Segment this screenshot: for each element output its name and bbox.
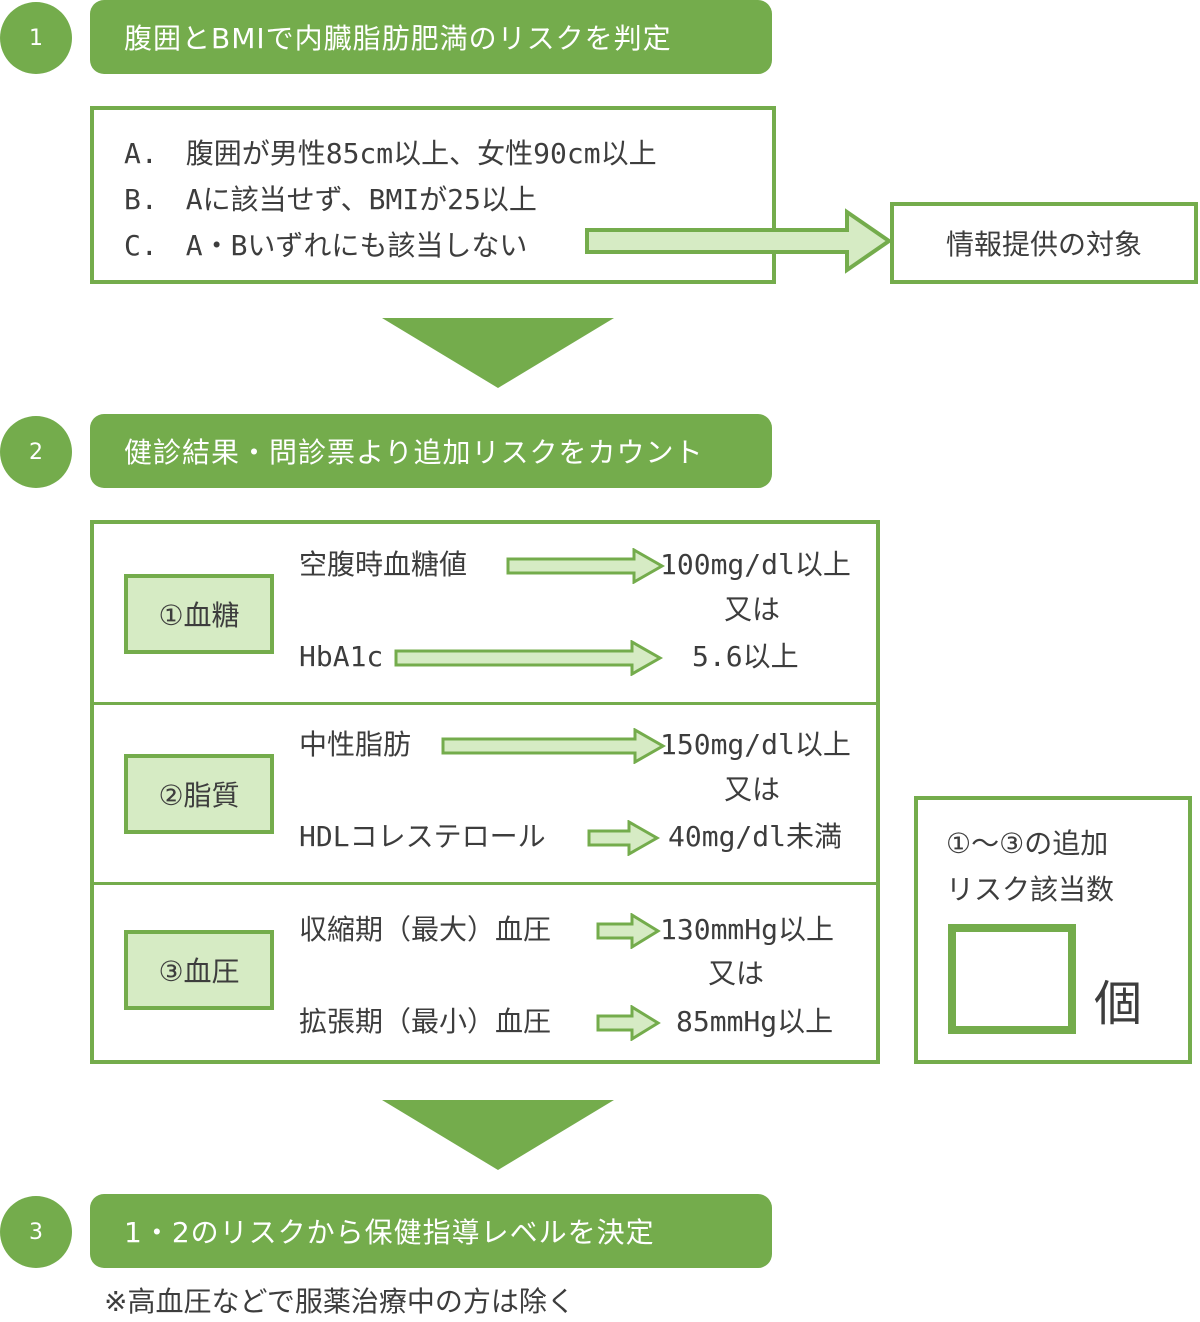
information-target-label: 情報提供の対象 <box>945 228 1142 261</box>
step-1-number: 1 <box>0 2 72 74</box>
step-3-title: 1・2のリスクから保健指導レベルを決定 <box>90 1194 772 1268</box>
risk-table: ①血糖 空腹時血糖値 100mg/dl以上 又は HbA1c 5.6以上 ②脂質… <box>90 520 880 1064</box>
step-2-number: 2 <box>0 416 72 488</box>
blood-sugar-connector: 又は <box>724 593 781 626</box>
blood-sugar-value-2: 5.6以上 <box>692 640 799 673</box>
blood-sugar-item-2: HbA1c <box>299 640 384 673</box>
category-blood-sugar: ①血糖 <box>124 574 274 654</box>
step-1-title: 腹囲とBMIで内臓脂肪肥満のリスクを判定 <box>90 0 772 74</box>
blood-pressure-connector: 又は <box>708 957 765 990</box>
lipids-item-2: HDLコレステロール <box>299 820 546 853</box>
blood-sugar-item-1: 空腹時血糖値 <box>299 548 468 581</box>
blood-sugar-value-1: 100mg/dl以上 <box>660 548 851 581</box>
blood-pressure-value-1: 130mmHg以上 <box>660 913 835 946</box>
risk-table-divider <box>94 882 876 885</box>
lipids-arrow-1 <box>441 728 667 764</box>
lipids-value-2: 40mg/dl未満 <box>668 820 843 853</box>
down-arrow-2 <box>382 1100 614 1170</box>
lipids-value-1: 150mg/dl以上 <box>660 728 851 761</box>
blood-pressure-arrow-2 <box>596 1005 661 1041</box>
information-target-box: 情報提供の対象 <box>890 202 1198 284</box>
criteria-c: C. A・Bいずれにも該当しない <box>124 229 528 262</box>
risk-count-input-box <box>948 924 1076 1034</box>
criteria-a: A. 腹囲が男性85cm以上、女性90cm以上 <box>124 137 657 170</box>
lipids-item-1: 中性脂肪 <box>299 728 412 761</box>
blood-sugar-arrow-2 <box>394 640 664 676</box>
step-3-number: 3 <box>0 1196 72 1268</box>
down-arrow-1 <box>382 318 614 388</box>
step-3-note: ※高血圧などで服薬治療中の方は除く <box>104 1285 575 1318</box>
category-blood-pressure: ③血圧 <box>124 930 274 1010</box>
risk-count-box: ①〜③の追加 リスク該当数 個 <box>914 796 1192 1064</box>
category-lipids: ②脂質 <box>124 754 274 834</box>
risk-count-label-1: ①〜③の追加 <box>946 827 1109 860</box>
blood-pressure-arrow-1 <box>596 913 661 949</box>
criteria-b: B. Aに該当せず、BMIが25以上 <box>124 183 537 216</box>
criteria-c-arrow <box>585 208 893 274</box>
blood-pressure-item-2: 拡張期（最小）血圧 <box>299 1005 552 1038</box>
risk-table-divider <box>94 702 876 705</box>
blood-sugar-arrow-1 <box>506 548 666 584</box>
step-2-title: 健診結果・問診票より追加リスクをカウント <box>90 414 772 488</box>
risk-count-unit: 個 <box>1094 976 1143 1032</box>
risk-count-label-2: リスク該当数 <box>946 873 1115 906</box>
lipids-connector: 又は <box>724 773 781 806</box>
blood-pressure-item-1: 収縮期（最大）血圧 <box>299 913 552 946</box>
step-1-criteria-box: A. 腹囲が男性85cm以上、女性90cm以上 B. Aに該当せず、BMIが25… <box>90 106 776 284</box>
blood-pressure-value-2: 85mmHg以上 <box>676 1005 834 1038</box>
lipids-arrow-2 <box>587 820 661 856</box>
